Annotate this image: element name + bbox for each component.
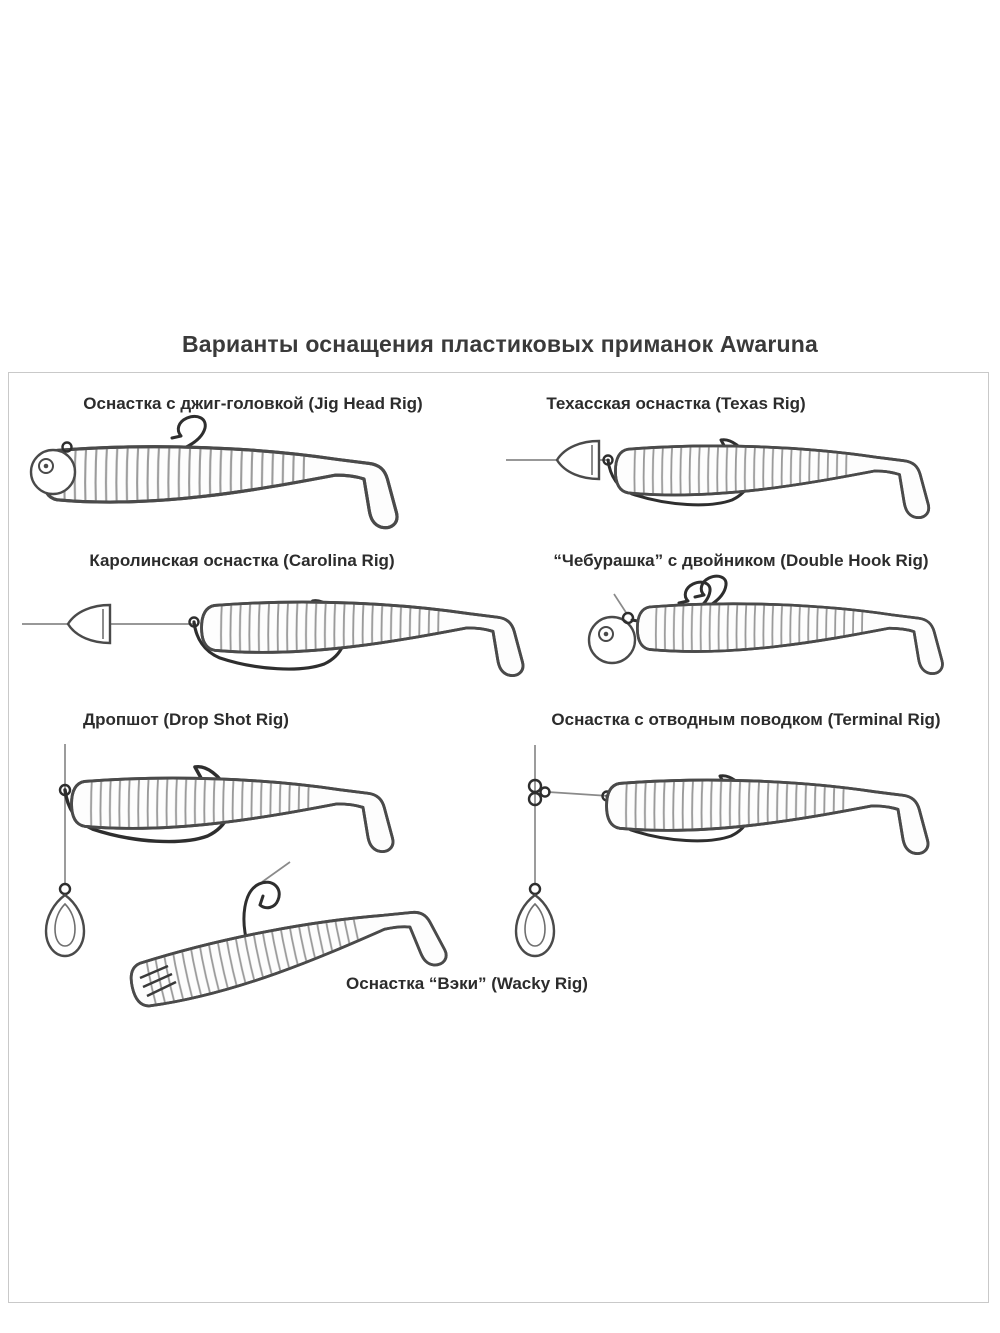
hook-eye-icon [58,783,72,797]
fishing-line [261,861,291,883]
lure-icon [202,596,523,676]
jig-head-rig-illustration [29,414,465,534]
lure-icon [72,772,393,852]
rig-label-wacky: Оснастка “Вэки” (Wacky Rig) [346,974,588,993]
lure-icon [615,440,928,518]
drop-shot-rig-illustration [44,744,508,958]
hook-eye-icon [602,454,614,466]
drop-shot-weight-icon [44,882,86,958]
nose-marks-icon [139,964,177,998]
rig-label-carolina: Каролинская оснастка (Carolina Rig) [89,551,395,570]
teardrop-weight-icon [514,882,556,958]
rig-label-drop-shot: Дропшот (Drop Shot Rig) [83,710,289,729]
rig-label-jig-head: Оснастка с джиг-головкой (Jig Head Rig) [83,394,423,413]
double-hook-rig-illustration [587,574,998,696]
jig-line-tie-icon [61,441,73,453]
wacky-rig-illustration [100,861,530,1008]
carolina-rig-illustration [22,572,563,690]
bullet-sinker-icon [555,439,601,481]
jig-head-weight-icon [29,441,77,496]
terminal-rig-illustration [514,745,988,958]
three-way-swivel-icon [527,778,551,807]
lure-icon [637,598,942,674]
bullet-sinker-icon [66,603,112,645]
cheburashka-weight-icon [587,611,637,665]
rig-label-double-hook: “Чебурашка” с двойником (Double Hook Rig… [553,551,929,570]
rigs-diagram-box [8,372,989,1303]
lure-icon [607,774,928,854]
leader-line [547,791,610,797]
wacky-hook-icon [242,880,281,948]
hook-eye-icon [188,616,200,628]
lure-icon [43,440,397,528]
fishing-line [613,593,628,615]
rig-label-texas: Техасская оснастка (Texas Rig) [546,394,806,413]
cheburashka-ear-icon [621,611,635,625]
page-title: Варианты оснащения пластиковых приманок … [181,331,819,357]
texas-rig-illustration [506,438,990,529]
rig-label-terminal: Оснастка с отводным поводком (Terminal R… [551,710,941,729]
